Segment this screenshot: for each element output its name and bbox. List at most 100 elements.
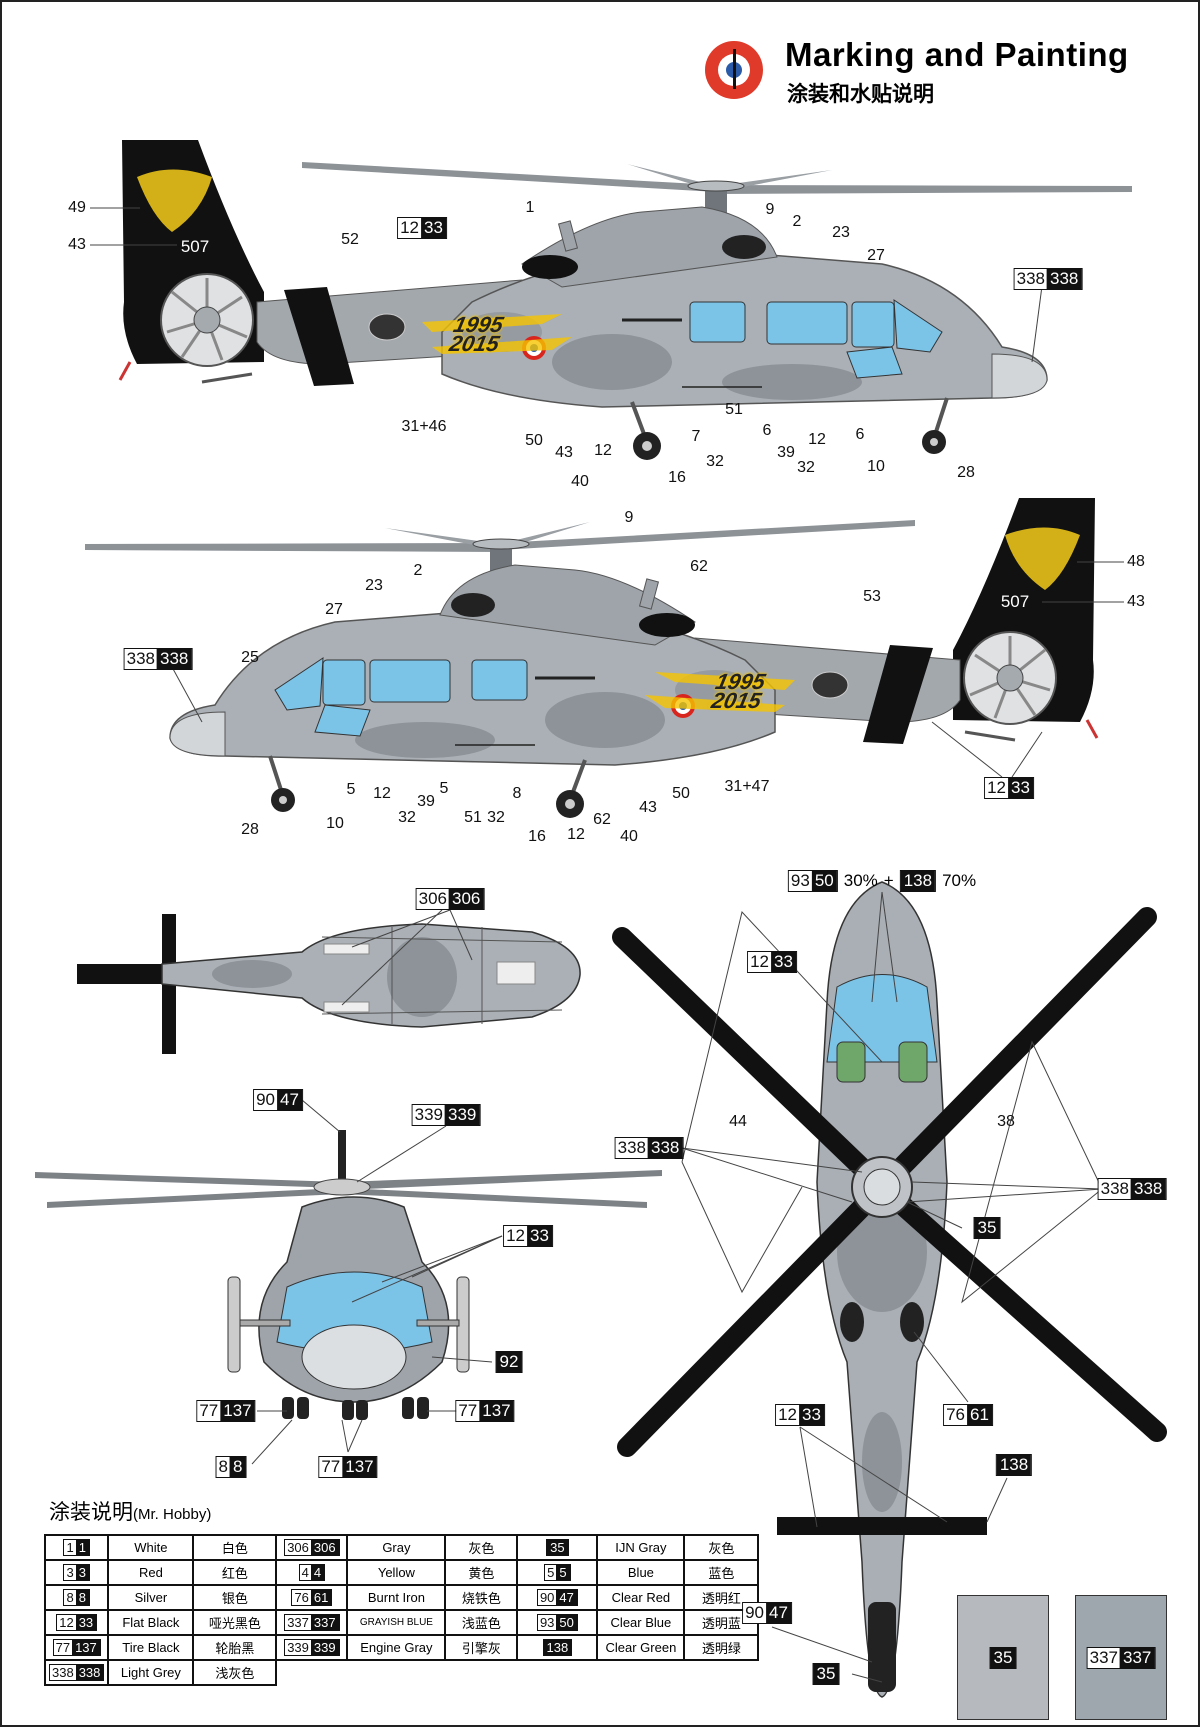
paint-name-zh: 红色 — [192, 1559, 278, 1586]
callout-number: 27 — [867, 247, 885, 264]
callout-number: 31+47 — [724, 778, 770, 795]
callout-number: 32 — [797, 459, 815, 476]
callout-number: 16 — [528, 828, 546, 845]
mix-percent: 30% — [843, 871, 878, 890]
callout-number: 6 — [762, 422, 772, 439]
paint-name-en: Tire Black — [107, 1634, 195, 1661]
tail-number-left: 507 — [180, 237, 210, 256]
paint-code-badge: 138 — [995, 1454, 1033, 1476]
callout-number: 40 — [620, 828, 638, 845]
decal-year-end: 2015 — [709, 688, 764, 713]
front-view — [35, 1099, 662, 1465]
callout-number: 50 — [672, 785, 690, 802]
paint-code-badge: 138 — [899, 870, 937, 892]
callout-number: 12 — [373, 785, 391, 802]
paint-code-badge: 138 — [542, 1639, 573, 1656]
callout-number: 12 — [808, 431, 826, 448]
callout-number: 8 — [512, 785, 522, 802]
paint-name-en: IJN Gray — [596, 1534, 686, 1561]
callout-number: 9 — [624, 509, 634, 526]
callout-number: 9 — [765, 201, 775, 218]
paint-name-en: Light Grey — [107, 1659, 195, 1686]
callout-number: 10 — [326, 815, 344, 832]
callout-number: 53 — [863, 588, 881, 605]
callout-number: 25 — [241, 649, 259, 666]
callout-number: 52 — [341, 231, 359, 248]
callout-number: 2 — [413, 562, 423, 579]
callout-number: 32 — [398, 809, 416, 826]
paint-name-zh: 白色 — [192, 1534, 278, 1561]
page-subtitle: 涂装和水贴说明 — [787, 81, 934, 106]
paint-code-badge: 92 — [495, 1351, 523, 1373]
paint-name-en: Gray — [346, 1534, 447, 1561]
top-view — [612, 881, 1167, 1698]
callout-number: 32 — [487, 809, 505, 826]
callout-number: 16 — [668, 469, 686, 486]
callout-number: 5 — [439, 780, 449, 797]
callout-number: 1 — [525, 199, 535, 216]
paint-name-zh: 灰色 — [444, 1534, 519, 1561]
callout-number: 43 — [555, 444, 573, 461]
paint-name-zh: 透明蓝 — [683, 1609, 760, 1636]
paint-name-zh: 烧铁色 — [444, 1584, 519, 1611]
paint-name-zh: 轮胎黑 — [192, 1634, 278, 1661]
callout-number: 31+46 — [401, 418, 447, 435]
paint-code-cell: 35 — [516, 1534, 599, 1561]
paint-name-zh: 引擎灰 — [444, 1634, 519, 1661]
callout-number: 43 — [639, 799, 657, 816]
paint-name-en: Red — [107, 1559, 195, 1586]
paint-name-en: Silver — [107, 1584, 195, 1611]
callout-number: 62 — [593, 811, 611, 828]
decal-year-end: 2015 — [447, 331, 502, 356]
paint-name-zh: 浅灰色 — [192, 1659, 278, 1686]
callout-number: 40 — [571, 473, 589, 490]
bottom-view — [77, 909, 581, 1054]
paint-name-en: Flat Black — [107, 1609, 195, 1636]
callout-number: 27 — [325, 601, 343, 618]
callout-number: 28 — [957, 464, 975, 481]
mix-percent: 70% — [942, 871, 977, 890]
paint-code-badge: 35 — [546, 1539, 569, 1556]
paint-name-zh: 银色 — [192, 1584, 278, 1611]
paint-name-en: Yellow — [346, 1559, 447, 1586]
leader-lines — [90, 207, 1124, 778]
callout-number: 51 — [464, 809, 482, 826]
callout-number: 43 — [68, 236, 86, 253]
paint-name-en: White — [107, 1534, 195, 1561]
paint-name-zh: 透明绿 — [683, 1634, 760, 1661]
callout-number: 62 — [690, 558, 708, 575]
callout-number: 51 — [725, 401, 743, 418]
